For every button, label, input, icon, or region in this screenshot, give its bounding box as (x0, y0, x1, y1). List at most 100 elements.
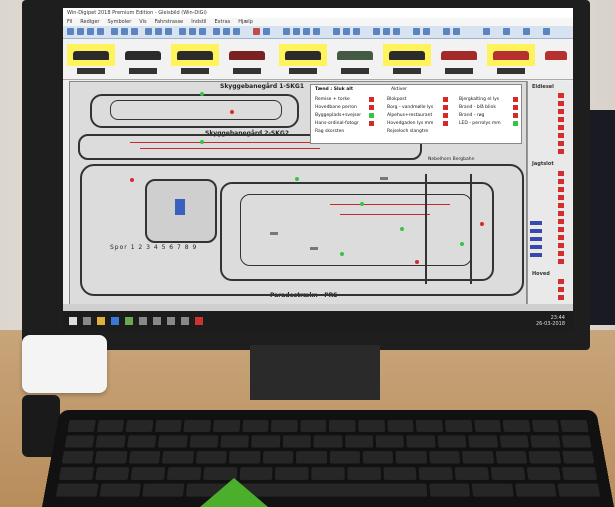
toolbar-button[interactable] (313, 28, 320, 35)
toggle-box[interactable] (443, 105, 448, 110)
legend-item[interactable]: Brand - blå blink (459, 105, 496, 110)
toolbar-button[interactable] (131, 28, 138, 35)
signal-green[interactable] (295, 177, 299, 181)
legend-item[interactable]: Rejseloch slangtre (387, 129, 429, 134)
toolbar-button[interactable] (155, 28, 162, 35)
toolbar-button[interactable] (353, 28, 360, 35)
toolbar-button[interactable] (145, 28, 152, 35)
panel-button[interactable] (558, 295, 564, 300)
app-icon[interactable] (195, 317, 203, 325)
legend-item[interactable]: Borg - vandmølle lys (387, 105, 434, 110)
signal-green[interactable] (360, 202, 364, 206)
menu-item[interactable]: Fil (67, 19, 73, 25)
legend-item[interactable]: Rag skorsten (315, 129, 345, 134)
toolbar-button[interactable] (233, 28, 240, 35)
toolbar-button[interactable] (111, 28, 118, 35)
toolbar-button[interactable] (179, 28, 186, 35)
signal-green[interactable] (340, 252, 344, 256)
toggle-box[interactable] (369, 105, 374, 110)
signal-green[interactable] (200, 140, 204, 144)
loco-slot[interactable] (279, 44, 327, 74)
toolbar-button[interactable] (393, 28, 400, 35)
loco-slot[interactable] (435, 44, 483, 74)
toolbar-button[interactable] (453, 28, 460, 35)
panel-button[interactable] (558, 187, 564, 192)
panel-button[interactable] (558, 227, 564, 232)
panel-button[interactable] (558, 117, 564, 122)
signal-red[interactable] (230, 110, 234, 114)
panel-button[interactable] (558, 179, 564, 184)
toggle-box[interactable] (513, 121, 518, 126)
toggle-box[interactable] (369, 113, 374, 118)
legend-item[interactable]: Brand - røg (459, 113, 485, 118)
panel-button[interactable] (558, 109, 564, 114)
panel-button[interactable] (558, 235, 564, 240)
panel-button[interactable] (558, 141, 564, 146)
toolbar-button[interactable] (189, 28, 196, 35)
panel-button[interactable] (558, 259, 564, 264)
toolbar-button[interactable] (223, 28, 230, 35)
legend-item[interactable]: LED - perrolys mm (459, 121, 501, 126)
legend-item[interactable]: Hans-ordinal-fotogr (315, 121, 359, 126)
legend-item[interactable]: Blokpost (387, 97, 407, 102)
toolbar-button[interactable] (303, 28, 310, 35)
toolbar-button[interactable] (67, 28, 74, 35)
toggle-box[interactable] (443, 97, 448, 102)
signal-green[interactable] (200, 92, 204, 96)
toolbar-button[interactable] (77, 28, 84, 35)
toolbar-button[interactable] (199, 28, 206, 35)
toolbar-button[interactable] (293, 28, 300, 35)
turntable[interactable] (145, 179, 217, 243)
toggle-box[interactable] (443, 121, 448, 126)
menu-item[interactable]: Hjælp (238, 19, 253, 25)
app-icon[interactable] (125, 317, 133, 325)
legend-header[interactable]: Aktiver (391, 87, 407, 92)
loco-slot[interactable] (383, 44, 431, 74)
panel-button[interactable] (558, 93, 564, 98)
toolbar-button[interactable] (383, 28, 390, 35)
toggle-box[interactable] (443, 113, 448, 118)
switch[interactable] (380, 177, 388, 180)
panel-button[interactable] (558, 251, 564, 256)
panel-button[interactable] (558, 211, 564, 216)
folder-icon[interactable] (97, 317, 105, 325)
toolbar-button[interactable] (373, 28, 380, 35)
taskbar-clock[interactable]: 23:44 26-03-2018 (536, 315, 565, 327)
menu-item[interactable]: Rediger (80, 19, 100, 25)
loco-slot[interactable] (539, 44, 571, 66)
loco-slot[interactable] (487, 44, 535, 74)
signal-red[interactable] (130, 178, 134, 182)
panel-button[interactable] (558, 219, 564, 224)
loco-slot[interactable] (67, 44, 115, 74)
signal-green[interactable] (460, 242, 464, 246)
legend-item[interactable]: Alpehus+restaurant (387, 113, 433, 118)
loco-slot[interactable] (171, 44, 219, 74)
toolbar-button[interactable] (443, 28, 450, 35)
signal-red[interactable] (480, 222, 484, 226)
toolbar-button[interactable] (523, 28, 530, 35)
toolbar-button[interactable] (413, 28, 420, 35)
panel-button[interactable] (558, 243, 564, 248)
toolbar-button[interactable] (283, 28, 290, 35)
loco-slot[interactable] (223, 44, 271, 74)
legend-header[interactable]: Tænd : Sluk alt (315, 87, 353, 92)
browser-icon[interactable] (111, 317, 119, 325)
legend-item[interactable]: Remise + torke (315, 97, 350, 102)
app-icon[interactable] (139, 317, 147, 325)
search-icon[interactable] (83, 317, 91, 325)
panel-button[interactable] (558, 149, 564, 154)
panel-button[interactable] (558, 195, 564, 200)
toolbar-button[interactable] (253, 28, 260, 35)
app-icon[interactable] (167, 317, 175, 325)
legend-item[interactable]: Byggeplads+svejser (315, 113, 362, 118)
toggle-box[interactable] (369, 97, 374, 102)
panel-button[interactable] (558, 171, 564, 176)
toolbar-button[interactable] (97, 28, 104, 35)
menu-item[interactable]: Extras (214, 19, 231, 25)
switch[interactable] (310, 247, 318, 250)
spor-numbers[interactable]: 1 2 3 4 5 6 7 8 9 (130, 244, 198, 251)
app-icon[interactable] (153, 317, 161, 325)
legend-item[interactable]: Hovedbane perron (315, 105, 357, 110)
toolbar-button[interactable] (343, 28, 350, 35)
legend-item[interactable]: Bjergkalting el lys (459, 97, 500, 102)
